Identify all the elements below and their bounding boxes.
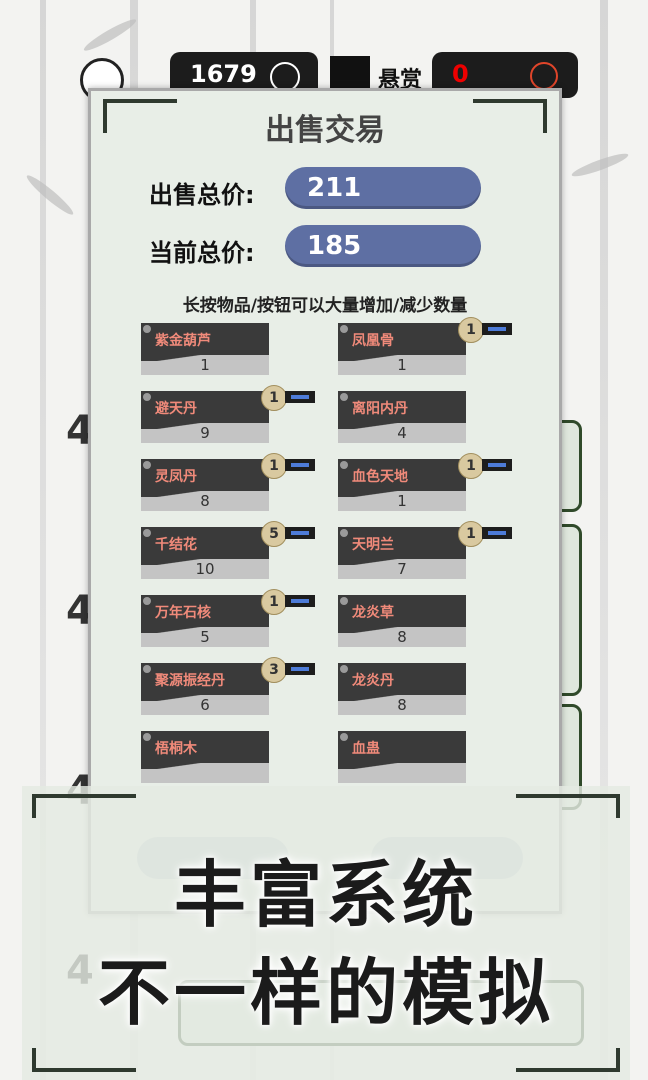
item-gem-icon bbox=[143, 665, 151, 673]
item-quantity: 8 bbox=[397, 696, 407, 714]
inventory-item[interactable]: 千结花 10 5 bbox=[141, 521, 315, 579]
frame-corner-ornament bbox=[473, 99, 547, 133]
item-name: 凤凰骨 bbox=[352, 333, 394, 349]
promo-line-2: 不一样的模拟 bbox=[97, 951, 554, 1035]
decrease-button[interactable] bbox=[482, 323, 512, 335]
item-name: 避天丹 bbox=[155, 401, 197, 417]
frame-corner-ornament bbox=[32, 794, 136, 818]
decrease-button[interactable] bbox=[482, 527, 512, 539]
item-gem-icon bbox=[340, 393, 348, 401]
selected-count-badge: 1 bbox=[458, 521, 484, 547]
item-name: 千结花 bbox=[155, 537, 197, 553]
selected-count-badge: 1 bbox=[261, 453, 287, 479]
promo-banner: 丰富系统 不一样的模拟 bbox=[22, 786, 630, 1080]
dialog-title: 出售交易 bbox=[265, 113, 385, 148]
item-quantity: 6 bbox=[200, 696, 210, 714]
decrease-button[interactable] bbox=[285, 595, 315, 607]
item-gem-icon bbox=[340, 529, 348, 537]
item-quantity: 1 bbox=[397, 492, 407, 510]
item-gem-icon bbox=[143, 393, 151, 401]
item-gem-icon bbox=[143, 597, 151, 605]
item-name: 天明兰 bbox=[352, 537, 394, 553]
item-name: 灵凤丹 bbox=[155, 469, 197, 485]
item-gem-icon bbox=[340, 325, 348, 333]
item-name: 紫金葫芦 bbox=[155, 333, 211, 349]
item-quantity: 5 bbox=[200, 628, 210, 646]
sell-total-value: 211 bbox=[285, 167, 481, 209]
frame-corner-ornament bbox=[103, 99, 177, 133]
selected-count-badge: 1 bbox=[458, 453, 484, 479]
item-name: 聚源振经丹 bbox=[155, 673, 225, 689]
item-quantity: 7 bbox=[397, 560, 407, 578]
inventory-item[interactable]: 紫金葫芦 1 bbox=[141, 323, 269, 375]
selected-count-badge: 5 bbox=[261, 521, 287, 547]
item-name: 梧桐木 bbox=[155, 741, 197, 757]
item-quantity: 1 bbox=[397, 356, 407, 374]
decrease-button[interactable] bbox=[285, 663, 315, 675]
current-total-value: 185 bbox=[285, 225, 481, 267]
decrease-button[interactable] bbox=[285, 391, 315, 403]
item-quantity: 8 bbox=[397, 628, 407, 646]
item-gem-icon bbox=[340, 597, 348, 605]
item-quantity: 1 bbox=[200, 356, 210, 374]
item-gem-icon bbox=[143, 529, 151, 537]
item-name: 血蛊 bbox=[352, 741, 380, 757]
decrease-button[interactable] bbox=[285, 527, 315, 539]
item-name: 龙炎草 bbox=[352, 605, 394, 621]
sell-trade-dialog: 出售交易 出售总价: 211 当前总价: 185 长按物品/按钮可以大量增加/减… bbox=[88, 88, 562, 914]
promo-line-1: 丰富系统 bbox=[173, 853, 478, 937]
frame-corner-ornament bbox=[516, 794, 620, 818]
item-gem-icon bbox=[143, 733, 151, 741]
item-quantity: 10 bbox=[195, 560, 215, 578]
coin-count: 1679 bbox=[190, 60, 257, 88]
item-gem-icon bbox=[143, 461, 151, 469]
frame-corner-ornament bbox=[516, 1048, 620, 1072]
item-quantity: 9 bbox=[200, 424, 210, 442]
selected-count-badge: 1 bbox=[261, 385, 287, 411]
item-gem-icon bbox=[340, 665, 348, 673]
bounty-value: 0 bbox=[452, 60, 469, 88]
decrease-button[interactable] bbox=[285, 459, 315, 471]
sell-total-label: 出售总价: bbox=[149, 181, 255, 209]
inventory-item[interactable]: 血色天地 1 1 bbox=[338, 453, 512, 511]
inventory-item[interactable]: 聚源振经丹 6 3 bbox=[141, 657, 315, 715]
item-name: 离阳内丹 bbox=[352, 401, 408, 417]
inventory-item[interactable]: 万年石核 5 1 bbox=[141, 589, 315, 647]
bounty-coin-icon bbox=[530, 62, 558, 90]
item-quantity: 4 bbox=[397, 424, 407, 442]
decrease-button[interactable] bbox=[482, 459, 512, 471]
item-name: 万年石核 bbox=[155, 605, 211, 621]
item-gem-icon bbox=[340, 733, 348, 741]
item-gem-icon bbox=[143, 325, 151, 333]
selected-count-badge: 1 bbox=[261, 589, 287, 615]
selected-count-badge: 3 bbox=[261, 657, 287, 683]
selected-count-badge: 1 bbox=[458, 317, 484, 343]
item-gem-icon bbox=[340, 461, 348, 469]
item-name: 血色天地 bbox=[352, 469, 408, 485]
inventory-item[interactable]: 血蛊 bbox=[338, 731, 466, 783]
inventory-item[interactable]: 梧桐木 bbox=[141, 731, 269, 783]
current-total-label: 当前总价: bbox=[149, 239, 255, 267]
inventory-item[interactable]: 离阳内丹 4 bbox=[338, 391, 466, 443]
hint-text: 长按物品/按钮可以大量增加/减少数量 bbox=[182, 296, 468, 316]
frame-corner-ornament bbox=[32, 1048, 136, 1072]
item-quantity: 8 bbox=[200, 492, 210, 510]
item-name: 龙炎丹 bbox=[352, 673, 394, 689]
